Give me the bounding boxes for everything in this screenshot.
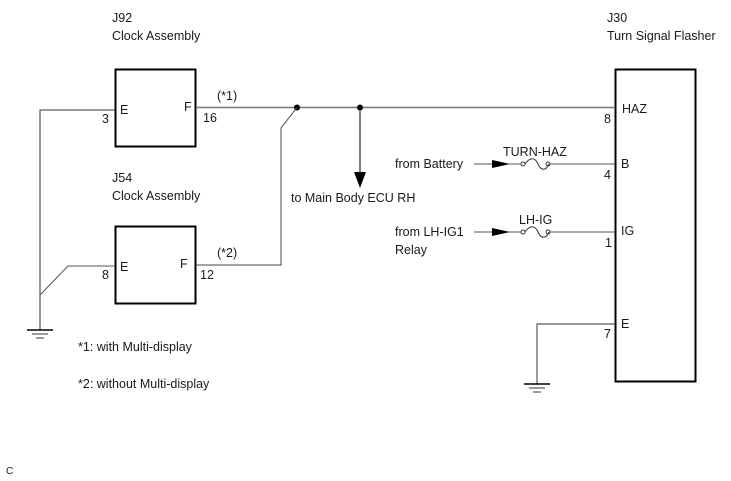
j30-pin-e-num: 7 <box>604 327 611 341</box>
down-arrow-icon <box>354 172 366 188</box>
battery-fuse-label: TURN-HAZ <box>503 145 567 159</box>
fuse-icon <box>520 226 551 238</box>
j30-pin-ig-label: IG <box>621 224 635 238</box>
main-body-ecu-label: to Main Body ECU RH <box>291 191 416 205</box>
ground-wire-j92 <box>39 109 115 330</box>
j30-pin-haz-label: HAZ <box>622 102 647 116</box>
j54-name: Clock Assembly <box>112 189 201 203</box>
footer-code: C <box>6 466 14 477</box>
ground-wire-j30 <box>536 323 615 384</box>
ground-symbol-left <box>27 329 53 339</box>
j30-pin-b-label: B <box>621 157 630 171</box>
j54-pin-f-label: F <box>180 257 188 271</box>
fuse-icon <box>520 158 551 170</box>
j54-code: J54 <box>112 171 133 185</box>
j30-pin-ig-num: 1 <box>605 236 612 250</box>
ground-wire-j54 <box>39 265 115 296</box>
relay-fuse-label: LH-IG <box>519 213 553 227</box>
j92-pin-e-num: 3 <box>102 112 109 126</box>
j92-box <box>114 68 197 148</box>
note-2: *2: without Multi-display <box>78 377 210 391</box>
j30-pin-haz-num: 8 <box>604 112 611 126</box>
right-arrow-icon <box>492 160 510 168</box>
j92-pin-f-num: 16 <box>203 111 217 125</box>
j30-name: Turn Signal Flasher <box>607 29 716 43</box>
j54-pin-e-num: 8 <box>102 268 109 282</box>
j92-code: J92 <box>112 11 133 25</box>
battery-source-label: from Battery <box>395 157 464 171</box>
relay-source-label: from LH-IG1 <box>395 225 464 239</box>
j92-wire-note: (*1) <box>217 89 238 103</box>
j54-wire-note: (*2) <box>217 246 238 260</box>
j54-pin-e-label: E <box>120 260 129 274</box>
j30-box <box>614 68 697 383</box>
note-1: *1: with Multi-display <box>78 340 192 354</box>
j54-pin-f-num: 12 <box>200 268 214 282</box>
relay-source-label-2: Relay <box>395 243 427 257</box>
j92-pin-f-label: F <box>184 100 192 114</box>
j30-code: J30 <box>607 11 628 25</box>
right-arrow-icon <box>492 228 510 236</box>
j92-name: Clock Assembly <box>112 29 201 43</box>
ground-symbol-right <box>524 383 550 393</box>
j54-box <box>114 225 197 305</box>
j30-pin-e-label: E <box>621 317 630 331</box>
j54-f-wire <box>196 107 298 266</box>
j92-pin-e-label: E <box>120 103 129 117</box>
j30-pin-b-num: 4 <box>604 168 611 182</box>
